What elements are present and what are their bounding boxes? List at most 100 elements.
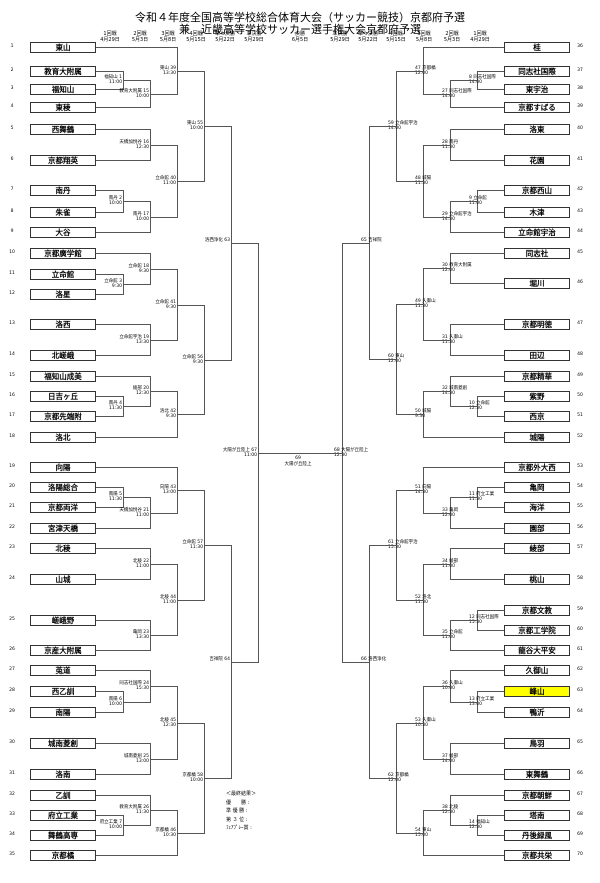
- match-number: 47: [415, 66, 421, 71]
- match-winner-venue: 久御山: [449, 681, 463, 686]
- match-time: 9:30: [111, 284, 122, 289]
- match-number: 57: [197, 540, 203, 545]
- bracket-line: [342, 243, 369, 244]
- bracket-line: [423, 467, 504, 468]
- match-winner-venue: 京都橘: [422, 66, 436, 71]
- bracket-line: [450, 650, 504, 651]
- seed-number: 24: [9, 576, 15, 581]
- bracket-line: [450, 670, 451, 703]
- match-time: 11:00: [244, 453, 257, 458]
- match-time: 12:00: [415, 71, 428, 76]
- bracket-line: [369, 126, 396, 127]
- team-box: 洛北: [30, 432, 96, 443]
- bracket-line: [450, 80, 477, 81]
- seed-number: 17: [9, 413, 15, 418]
- seed-number: 55: [577, 504, 583, 509]
- round-date: 5月3日: [443, 37, 461, 43]
- match-number: 59: [388, 121, 394, 126]
- match-winner-venue: 東山: [395, 354, 405, 359]
- match-time: 13:30: [136, 635, 149, 640]
- match-winner-venue: 天橋加悦谷: [119, 140, 142, 145]
- match-number: 53: [415, 718, 421, 723]
- match-time: 12:30: [163, 723, 176, 728]
- team-box: 亀岡: [504, 482, 570, 493]
- seed-number: 46: [577, 280, 583, 285]
- match-winner-venue: 立命館: [449, 630, 463, 635]
- round-name: 4回戦: [389, 31, 403, 37]
- seed-number: 62: [577, 667, 583, 672]
- team-box: 立命館宇治: [504, 227, 570, 238]
- seed-number: 21: [9, 504, 15, 509]
- team-box: 綾部: [504, 543, 570, 554]
- bracket-line: [96, 579, 150, 580]
- seed-number: 43: [577, 209, 583, 214]
- team-box: 同志社: [504, 248, 570, 259]
- match-number: 61: [388, 540, 394, 545]
- bracket-line: [396, 600, 423, 601]
- seed-number: 9: [10, 229, 14, 234]
- match-number: 33: [442, 508, 448, 513]
- seed-number: 58: [577, 576, 583, 581]
- match-number: 27: [442, 89, 448, 94]
- bracket-line: [477, 190, 478, 213]
- seed-number: 68: [577, 812, 583, 817]
- match-number: 32: [442, 386, 448, 391]
- bracket-line: [450, 80, 451, 108]
- team-box: 田辺: [504, 350, 570, 361]
- team-box: 桂: [504, 42, 570, 53]
- bracket-line: [423, 145, 424, 218]
- match-number: 66: [361, 657, 367, 662]
- bracket-line: [204, 126, 231, 127]
- match-time: 10:00: [442, 686, 455, 691]
- bracket-line: [96, 89, 123, 90]
- bracket-line: [177, 490, 204, 491]
- match-number: 13: [469, 697, 475, 702]
- match-number: 41: [170, 300, 176, 305]
- team-box: 園部: [504, 523, 570, 534]
- bracket-line: [204, 360, 231, 361]
- final-results: ＜最終結果＞ 優 勝 : 準 優 勝 : 第 ３ 位 : ﾌｪｱﾌﾟﾚｰ賞 :: [226, 790, 256, 833]
- round-name: 3回戦: [417, 31, 431, 37]
- match-winner-venue: 大陽が丘陸上: [341, 448, 369, 453]
- bracket-line: [96, 855, 177, 856]
- bracket-line: [477, 712, 504, 713]
- seed-number: 5: [10, 126, 14, 131]
- match-time: 13:30: [163, 71, 176, 76]
- round-date: 5月29日: [330, 37, 350, 43]
- match-winner-venue: 洛西浄化: [204, 238, 223, 243]
- team-box: 海洋: [504, 502, 570, 513]
- result-runner-up: 準 優 勝 :: [226, 808, 248, 814]
- bracket-line: [96, 416, 123, 417]
- match-number: 43: [170, 485, 176, 490]
- bracket-line: [450, 497, 451, 529]
- match-number: 62: [388, 773, 394, 778]
- seed-number: 6: [10, 157, 14, 162]
- bracket-line: [423, 810, 424, 856]
- match-time: 11:00: [442, 635, 455, 640]
- bracket-line: [477, 630, 504, 631]
- bracket-line: [96, 355, 150, 356]
- bracket-line: [423, 94, 450, 95]
- team-box: 向陽: [30, 462, 96, 473]
- team-box: 西京: [504, 411, 570, 422]
- page-subtitle: 兼 近畿高等学校サッカー選手権大会京都府予選: [179, 23, 421, 36]
- bracket-line: [450, 548, 504, 549]
- bracket-line: [396, 490, 397, 601]
- bracket-line: [96, 467, 177, 468]
- round-name: 2回戦: [133, 31, 147, 37]
- seed-number: 26: [9, 647, 15, 652]
- seed-number: 44: [577, 229, 583, 234]
- team-box: 西舞鶴: [30, 124, 96, 135]
- match-label: 洛西浄化 63: [205, 238, 230, 243]
